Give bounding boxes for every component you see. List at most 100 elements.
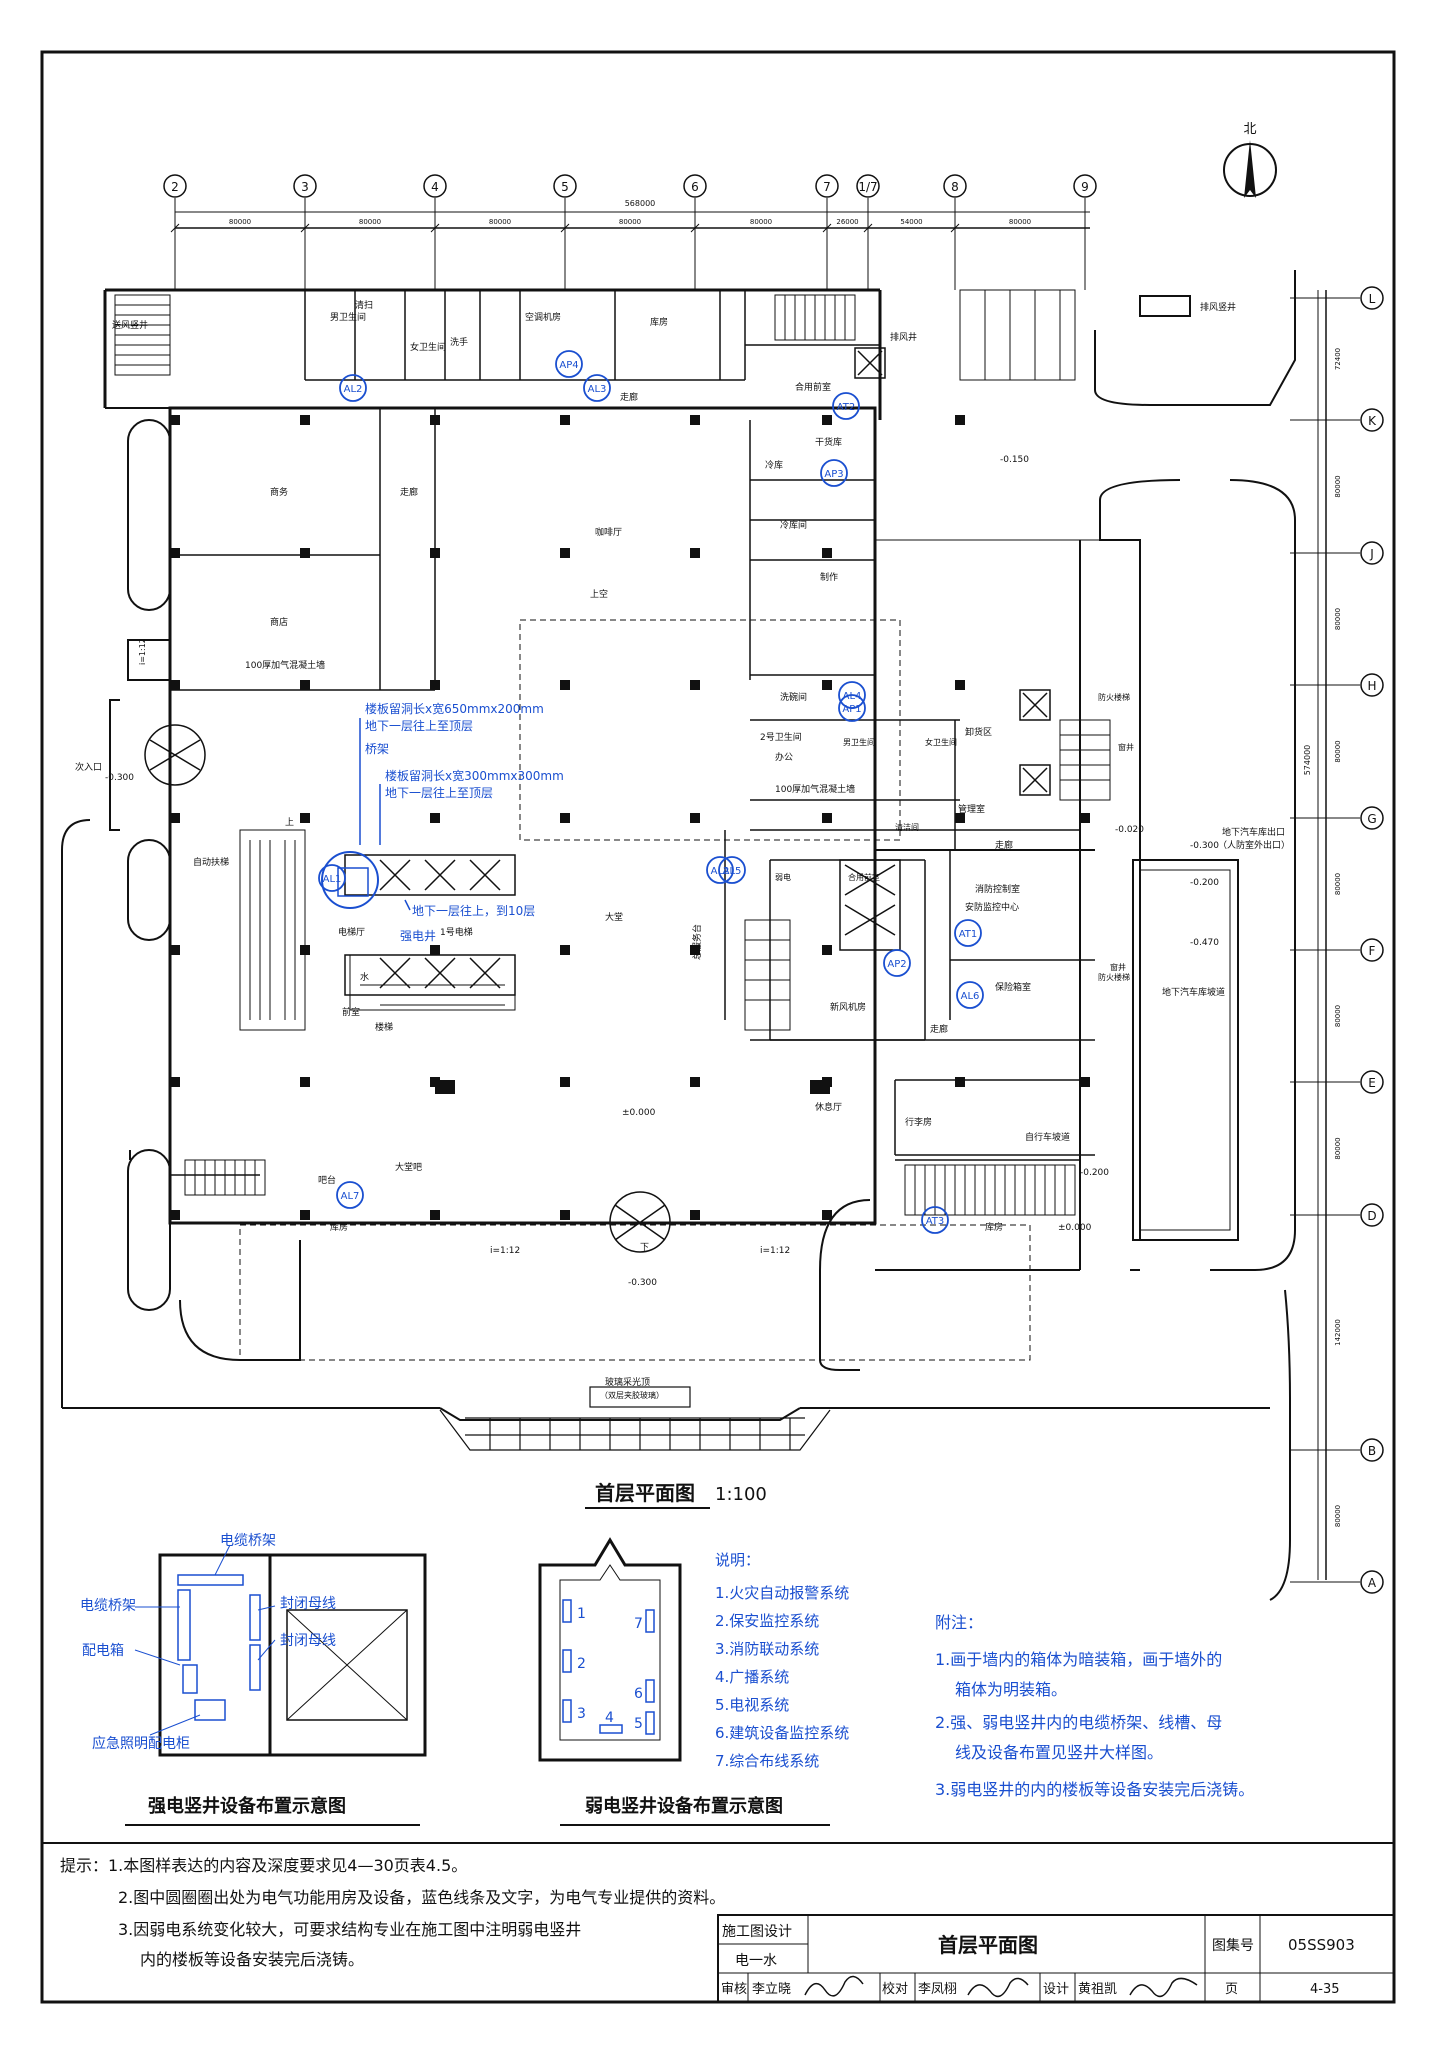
- room-label: 走廊: [930, 1023, 948, 1035]
- column: [170, 1210, 180, 1220]
- dimension-value: 72400: [1334, 348, 1342, 370]
- blue-note: 强电井: [400, 929, 436, 943]
- room-label: 排风竖井: [1200, 301, 1236, 313]
- weak-num: 1: [577, 1606, 586, 1622]
- column: [822, 548, 832, 558]
- dimension-tick: [300, 223, 310, 233]
- parking-ramp: [1132, 859, 1239, 1241]
- axis-label: 4: [431, 180, 439, 194]
- axis-label: F: [1369, 944, 1376, 958]
- dimension-value: 80000: [1009, 218, 1031, 226]
- equipment-tag: AL4: [843, 691, 862, 702]
- structural-columns: [170, 415, 1090, 1220]
- equipment-tag-circle: [956, 981, 984, 1009]
- column: [690, 1210, 700, 1220]
- column: [690, 1077, 700, 1087]
- room-label: 自行车坡道: [1025, 1131, 1070, 1143]
- room-label: 送风竖井: [112, 319, 148, 331]
- axis-label: G: [1367, 812, 1376, 826]
- dimension-tick: [170, 223, 180, 233]
- column: [690, 813, 700, 823]
- north-arrow-icon: 北: [1223, 122, 1277, 198]
- axis-bubble: [856, 174, 880, 198]
- blue-note: 楼板留洞长x宽650mmx200mm: [365, 701, 544, 716]
- slope: i=1:12: [490, 1246, 520, 1256]
- room-label: 电梯厅: [338, 926, 365, 938]
- signature-designer: [1129, 1977, 1198, 1998]
- axis-label: 1/7: [858, 180, 877, 194]
- weak-num: 7: [634, 1616, 643, 1632]
- room-label: 商店: [270, 616, 288, 628]
- room-label: 窗井: [1118, 742, 1134, 752]
- equipment-tag: AL3: [588, 384, 607, 395]
- dimension-value: 54000: [900, 218, 922, 226]
- legend-item: 1.火灾自动报警系统: [715, 1584, 849, 1602]
- axis-bubble: [1360, 1438, 1384, 1462]
- strong-shaft-detail: 电缆桥架 电缆桥架 配电箱 封闭母线 封闭母线 应急照明配电柜 强电竖井设备布置…: [80, 1533, 427, 1826]
- equipment-tag-circle: [318, 864, 346, 892]
- room-label: 1号电梯: [440, 926, 473, 938]
- room-label: 大堂吧: [395, 1161, 422, 1173]
- signature-checker: [967, 1977, 1029, 1998]
- equipment-tag-circle: [921, 1206, 949, 1234]
- axis-bubble: [1360, 673, 1384, 697]
- equipment-tag: AL5: [723, 866, 742, 877]
- equipment-tag: AL2: [344, 384, 363, 395]
- checker-name: 李凤栩: [918, 1982, 957, 1997]
- room-label: 行李房: [905, 1116, 932, 1128]
- room-label: 男卫生间: [330, 311, 366, 323]
- skylight: [439, 1386, 831, 1451]
- axis-label: E: [1368, 1076, 1376, 1090]
- column: [560, 813, 570, 823]
- dimension-value: 80000: [1334, 608, 1342, 630]
- axis-label: A: [1368, 1576, 1377, 1590]
- column: [955, 415, 965, 425]
- column: [690, 945, 700, 955]
- room-label: 走廊: [620, 391, 638, 403]
- axis-label: 7: [823, 180, 831, 194]
- column: [560, 680, 570, 690]
- equipment-tag: AT3: [926, 1216, 945, 1227]
- equipment-tag-circle: [838, 681, 866, 709]
- total-dimension: 568000: [625, 199, 656, 208]
- weak-shaft-detail: 1 2 3 4 5 6 7 弱电竖井设备布置示意图: [538, 1537, 830, 1826]
- signature-reviewer: [804, 1975, 864, 1997]
- axis-bubble: [1360, 1203, 1384, 1227]
- cable-tray-left-label: 电缆桥架: [80, 1598, 136, 1614]
- slope: i=1:12: [138, 638, 147, 665]
- elevation-marks: -0.150 -0.300 ±0.000 -0.020 -0.300 -0.20…: [105, 455, 1219, 1288]
- room-label: 合用前室: [848, 872, 880, 882]
- room-label: 自动扶梯: [193, 856, 229, 868]
- column: [170, 813, 180, 823]
- elevator-bank: [344, 347, 1051, 996]
- atlas-label: 图集号: [1212, 1937, 1254, 1954]
- column: [430, 1210, 440, 1220]
- right-total-dimension: 574000: [1303, 745, 1312, 776]
- room-label: 保险箱室: [995, 981, 1031, 993]
- escalator: [239, 829, 306, 1031]
- column: [822, 945, 832, 955]
- designer-name: 黄祖凯: [1078, 1982, 1117, 1997]
- equipment-tag: AP2: [887, 959, 906, 970]
- column: [1080, 813, 1090, 823]
- weak-num: 6: [634, 1686, 643, 1702]
- legend-item: 5.电视系统: [715, 1696, 789, 1714]
- equipment-tag: AL1: [323, 874, 342, 885]
- dimension-tick: [560, 223, 570, 233]
- dimension-value: 80000: [1334, 873, 1342, 895]
- axis-label: B: [1368, 1444, 1376, 1458]
- elevation: -0.300: [105, 773, 134, 783]
- plan-title: 首层平面图: [595, 1481, 695, 1505]
- room-label: 女卫生间: [925, 737, 957, 747]
- weak-num: 3: [577, 1706, 586, 1722]
- equipment-tag: AP4: [559, 360, 578, 371]
- blue-note: 地下一层往上，到10层: [412, 903, 535, 918]
- axis-bubble: [553, 174, 577, 198]
- strong-detail-title: 强电竖井设备布置示意图: [148, 1795, 346, 1817]
- strong-shaft-circle: [321, 851, 379, 909]
- axis-bubble: [1360, 286, 1384, 310]
- north-label: 北: [1243, 122, 1256, 137]
